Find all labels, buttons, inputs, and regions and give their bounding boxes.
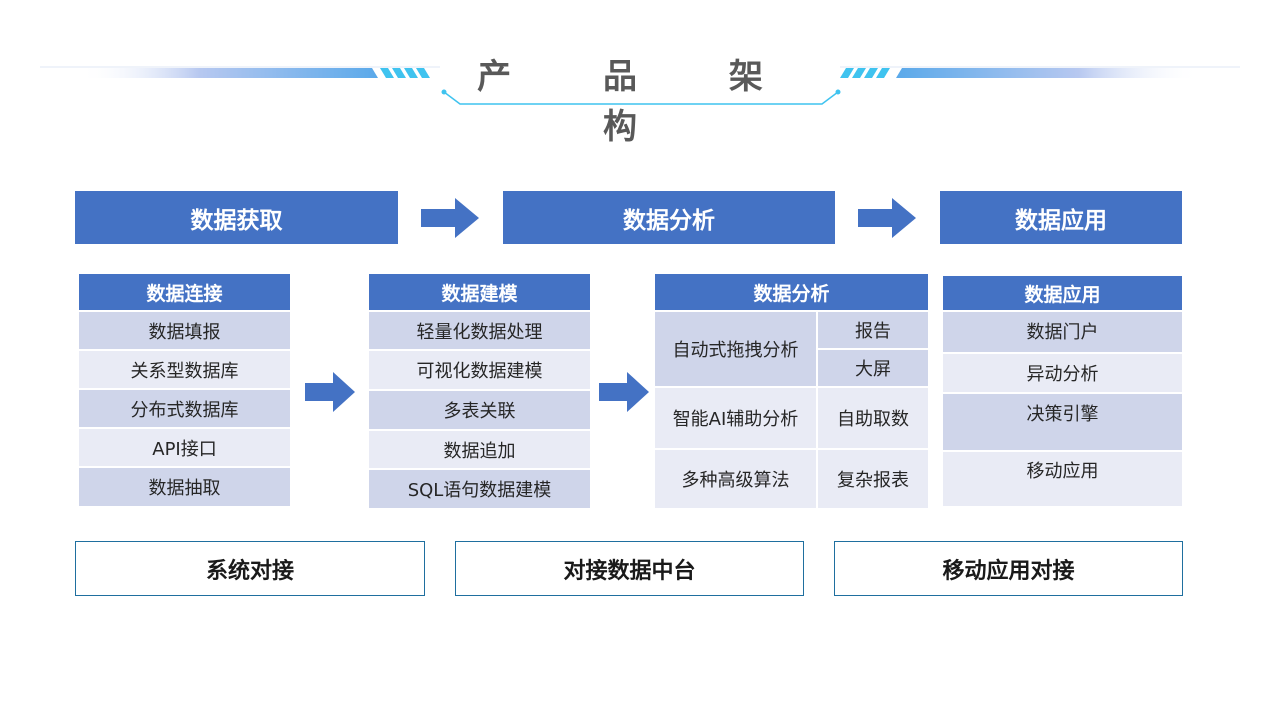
column-header-data-application: 数据应用 (943, 276, 1182, 310)
stage-data-application: 数据应用 (940, 191, 1182, 244)
list-item: 数据抽取 (79, 468, 290, 506)
list-item: 自助取数 (818, 388, 928, 448)
list-item: 异动分析 (943, 354, 1182, 392)
title-decoration (40, 66, 1240, 105)
column-header-data-modeling: 数据建模 (369, 274, 590, 310)
data-platform-integration-box: 对接数据中台 (455, 541, 804, 596)
list-item: 数据门户 (943, 312, 1182, 352)
arrow-right-icon (599, 372, 649, 412)
list-item: 多种高级算法 (655, 450, 816, 508)
mobile-app-integration-box: 移动应用对接 (834, 541, 1183, 596)
list-item: 报告 (818, 312, 928, 348)
list-item: SQL语句数据建模 (369, 470, 590, 508)
list-item: 关系型数据库 (79, 351, 290, 388)
stage-data-analysis: 数据分析 (503, 191, 835, 244)
list-item: 决策引擎 (943, 394, 1182, 450)
list-item: 多表关联 (369, 391, 590, 429)
column-header-data-connection: 数据连接 (79, 274, 290, 310)
list-item: 数据填报 (79, 312, 290, 349)
column-header-data-analysis: 数据分析 (655, 274, 928, 310)
list-item: 移动应用 (943, 452, 1182, 506)
stage-data-acquisition: 数据获取 (75, 191, 398, 244)
list-item: 数据追加 (369, 431, 590, 468)
page-title: 产 品 架 构 (477, 57, 803, 147)
list-item: API接口 (79, 429, 290, 466)
list-item: 复杂报表 (818, 450, 928, 508)
system-integration-box: 系统对接 (75, 541, 425, 596)
arrow-right-icon (305, 372, 355, 412)
list-item: 分布式数据库 (79, 390, 290, 427)
arrow-right-icon (421, 198, 479, 238)
list-item: 智能AI辅助分析 (655, 388, 816, 448)
list-item: 轻量化数据处理 (369, 312, 590, 349)
list-item: 可视化数据建模 (369, 351, 590, 389)
list-item: 自动式拖拽分析 (655, 312, 816, 386)
arrow-right-icon (858, 198, 916, 238)
list-item: 大屏 (818, 350, 928, 386)
